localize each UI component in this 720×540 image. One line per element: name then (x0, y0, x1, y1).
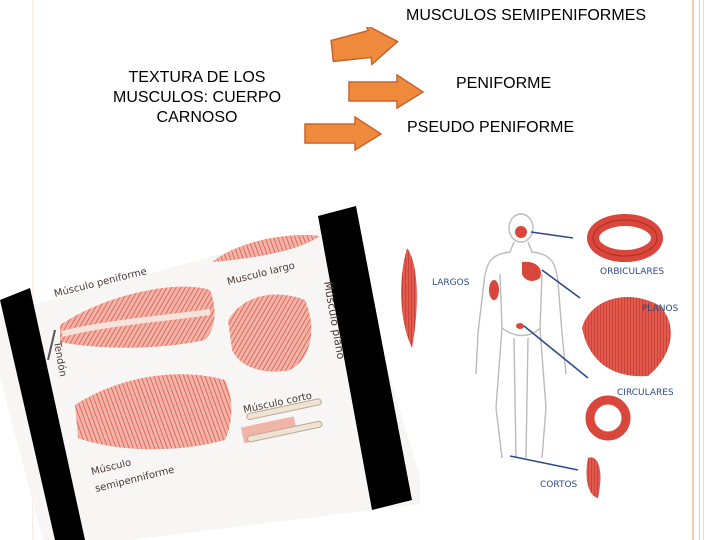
label-circulares: CIRCULARES (617, 388, 674, 398)
label-planos: PLANOS (642, 304, 679, 314)
arrow-right-icon (303, 116, 385, 152)
label-orbiculares: ORBICULARES (600, 267, 664, 277)
slide-border-right (692, 0, 694, 540)
label-largos: LARGOS (432, 278, 470, 288)
arrow-right-icon (347, 74, 427, 110)
body-muscles-photo: LARGOS ORBICULARES PLANOS CIRCULARES COR… (390, 208, 690, 508)
muscle-shapes-photo: Músculo peniforme Musculo largo Músculo … (0, 200, 420, 540)
slide-border-right-2 (699, 0, 700, 540)
label-cortos: CORTOS (540, 480, 578, 490)
arrow-right-icon (330, 27, 400, 69)
label-pseudo-peniforme: PSEUDO PENIFORME (407, 118, 574, 138)
texture-title: TEXTURA DE LOS MUSCULOS: CUERPO CARNOSO (98, 68, 296, 128)
slide-border-right-3 (703, 0, 704, 540)
label-peniforme: PENIFORME (456, 74, 551, 94)
title-semipeniformes: MUSCULOS SEMIPENIFORMES (406, 6, 646, 26)
